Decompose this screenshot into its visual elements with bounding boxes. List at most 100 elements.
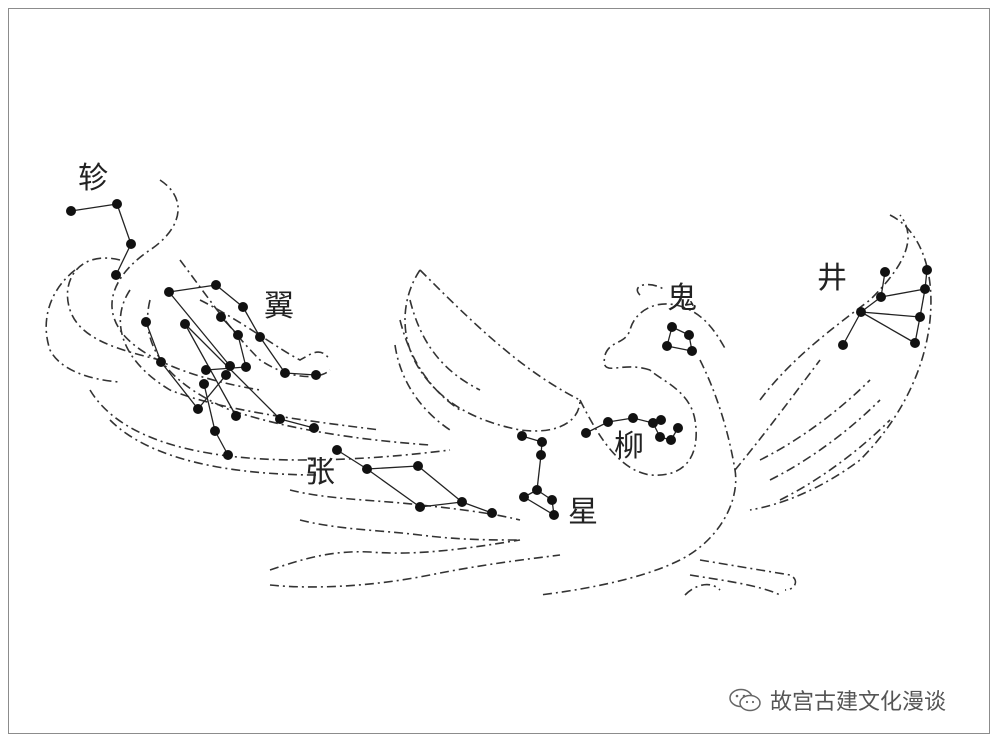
tail-feather: [269, 539, 521, 571]
constellation-xing: [517, 431, 559, 520]
star: [487, 508, 497, 518]
star: [922, 265, 932, 275]
label-xing: 星: [568, 495, 598, 530]
constellation-zhang: [332, 445, 497, 518]
star: [309, 423, 319, 433]
right-wing: [759, 379, 871, 461]
star: [111, 270, 121, 280]
star: [275, 414, 285, 424]
tail-feather: [269, 554, 561, 588]
star: [915, 312, 925, 322]
star: [910, 338, 920, 348]
star: [603, 417, 613, 427]
star: [201, 365, 211, 375]
star: [231, 411, 241, 421]
right-wing: [759, 214, 909, 401]
star: [547, 495, 557, 505]
tail-feather: [111, 179, 261, 391]
star: [332, 445, 342, 455]
star: [233, 330, 243, 340]
star: [311, 370, 321, 380]
label-yi: 翼: [264, 289, 294, 324]
star: [210, 426, 220, 436]
star: [280, 368, 290, 378]
star: [856, 307, 866, 317]
right-wing: [779, 419, 891, 501]
star: [415, 502, 425, 512]
star: [216, 312, 226, 322]
star: [673, 423, 683, 433]
star: [537, 437, 547, 447]
star: [211, 280, 221, 290]
tail-feather: [45, 269, 121, 383]
star: [221, 370, 231, 380]
tail-feather: [89, 389, 451, 461]
star: [126, 239, 136, 249]
star: [581, 428, 591, 438]
constellation-jing: [838, 265, 932, 350]
phoenix-leg: [699, 559, 797, 591]
tail-feather: [289, 489, 521, 521]
star: [536, 450, 546, 460]
star: [549, 510, 559, 520]
phoenix-body: [539, 359, 737, 596]
tail-feather: [146, 299, 431, 446]
star: [238, 302, 248, 312]
star: [655, 432, 665, 442]
star: [687, 346, 697, 356]
star: [141, 317, 151, 327]
tail-feather: [66, 257, 161, 361]
star: [362, 464, 372, 474]
star: [648, 418, 658, 428]
star: [241, 362, 251, 372]
star: [667, 322, 677, 332]
star: [193, 404, 203, 414]
tail-feather: [119, 289, 381, 431]
label-gui: 鬼: [667, 281, 697, 316]
tail-feather: [299, 519, 521, 541]
star: [880, 267, 890, 277]
star: [876, 292, 886, 302]
tail-feather: [109, 419, 321, 476]
diagram-frame: [8, 8, 990, 734]
left-wing: [399, 319, 461, 411]
left-wing: [404, 269, 581, 432]
star: [517, 431, 527, 441]
tail-feather: [179, 259, 331, 378]
tail-feather: [199, 299, 331, 361]
phoenix-neck: [603, 303, 727, 371]
star: [164, 287, 174, 297]
star: [666, 435, 676, 445]
star: [223, 450, 233, 460]
star: [684, 330, 694, 340]
label-zhen: 轸: [78, 161, 108, 196]
star: [838, 340, 848, 350]
phoenix-claw: [684, 583, 721, 596]
right-wing: [749, 214, 932, 511]
constellation-liu: [581, 413, 683, 445]
left-wing: [409, 299, 481, 391]
star: [66, 206, 76, 216]
left-wing: [419, 269, 581, 401]
constellation-gui: [662, 322, 697, 356]
star: [662, 341, 672, 351]
label-zhang: 张: [305, 455, 335, 490]
star: [413, 461, 423, 471]
star: [519, 492, 529, 502]
watermark-text: 故宫古建文化漫谈: [770, 690, 947, 715]
constellation-zhen: [66, 199, 136, 280]
star: [180, 319, 190, 329]
constellation-yi: [141, 280, 321, 460]
left-wing: [394, 344, 451, 431]
watermark: 故宫古建文化漫谈: [728, 684, 946, 716]
star: [457, 497, 467, 507]
star: [156, 357, 166, 367]
phoenix-body: [734, 359, 821, 471]
phoenix-crest: [636, 283, 666, 296]
star: [920, 284, 930, 294]
star: [628, 413, 638, 423]
wechat-icon: [729, 688, 761, 712]
phoenix-outline: [45, 179, 932, 596]
star: [225, 361, 235, 371]
